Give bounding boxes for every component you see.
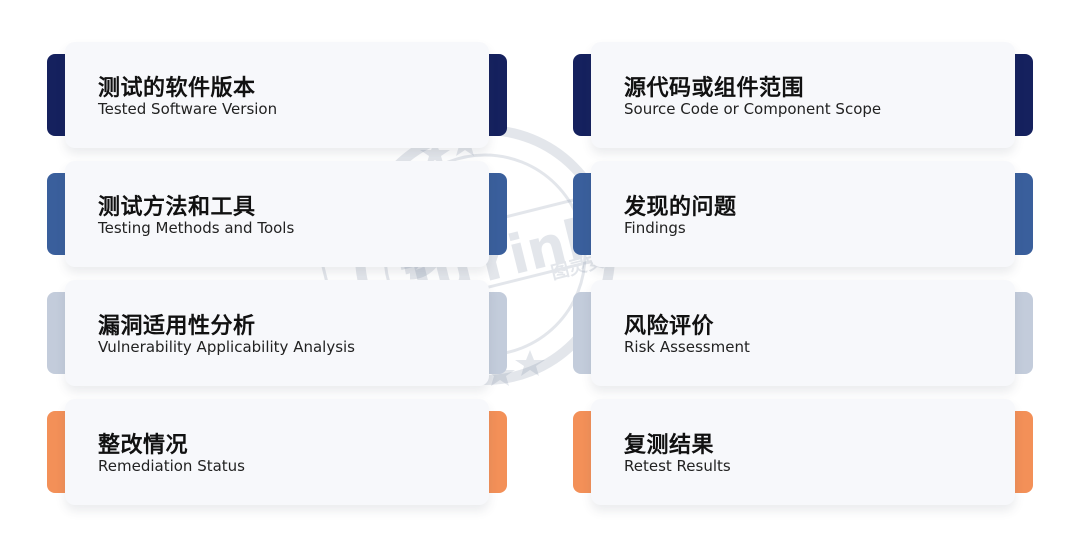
card-panel	[591, 161, 1015, 267]
card-risk-assessment: 风险评价 Risk Assessment	[573, 280, 1033, 386]
card-panel	[591, 280, 1015, 386]
card-title-en: Testing Methods and Tools	[98, 219, 295, 237]
card-title-zh: 测试方法和工具	[98, 195, 256, 220]
card-title-zh: 测试的软件版本	[98, 76, 256, 101]
card-title-en: Vulnerability Applicability Analysis	[98, 338, 355, 356]
card-panel	[65, 161, 489, 267]
card-testing-methods-tools: 测试方法和工具 Testing Methods and Tools	[47, 161, 507, 267]
card-findings: 发现的问题 Findings	[573, 161, 1033, 267]
card-title-zh: 发现的问题	[624, 195, 737, 220]
card-title-zh: 源代码或组件范围	[624, 76, 805, 101]
card-title-en: Tested Software Version	[98, 100, 278, 118]
card-panel	[591, 399, 1015, 505]
card-title-zh: 漏洞适用性分析	[98, 314, 256, 339]
card-vulnerability-applicability: 漏洞适用性分析 Vulnerability Applicability Anal…	[47, 280, 507, 386]
card-title-zh: 整改情况	[98, 433, 189, 458]
card-panel	[65, 280, 489, 386]
card-source-code-scope: 源代码或组件范围 Source Code or Component Scope	[573, 42, 1033, 148]
card-retest-results: 复测结果 Retest Results	[573, 399, 1033, 505]
card-tested-software-version: 测试的软件版本 Tested Software Version	[47, 42, 507, 148]
card-title-en: Findings	[624, 219, 686, 237]
card-title-en: Source Code or Component Scope	[624, 100, 882, 118]
card-panel	[65, 399, 489, 505]
card-remediation-status: 整改情况 Remediation Status	[47, 399, 507, 505]
card-title-en: Remediation Status	[98, 457, 245, 475]
card-panel	[65, 42, 489, 148]
card-panel	[591, 42, 1015, 148]
card-title-zh: 风险评价	[624, 314, 715, 339]
card-title-en: Risk Assessment	[624, 338, 750, 356]
card-title-zh: 复测结果	[624, 433, 715, 458]
card-title-en: Retest Results	[624, 457, 731, 475]
